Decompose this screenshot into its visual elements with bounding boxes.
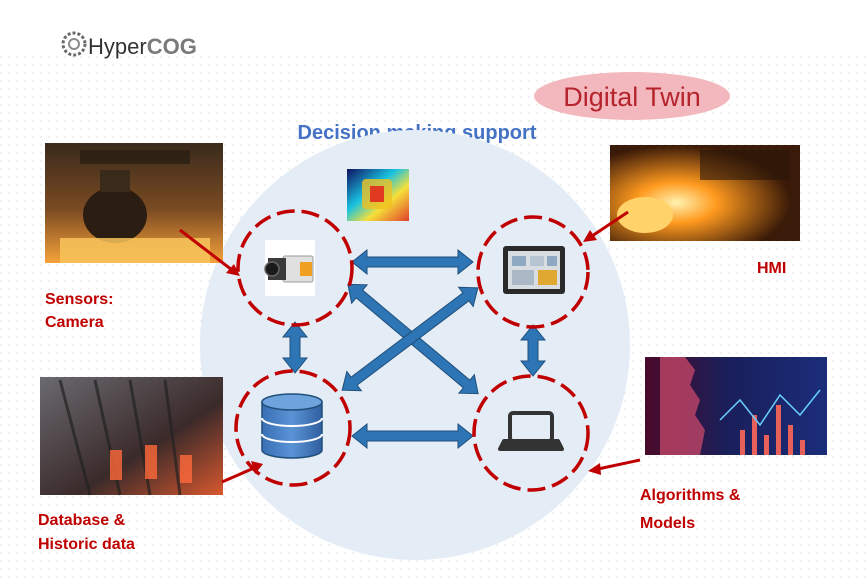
arrow-hmi-database — [341, 286, 479, 392]
database-label-line1: Database & — [38, 512, 126, 529]
database-label-line2: Historic data — [38, 536, 135, 553]
logo-text-prefix: Hyper — [88, 34, 147, 59]
database-icon — [261, 393, 323, 459]
database-node-circle — [234, 369, 352, 487]
hypercog-logo: HyperCOG — [61, 31, 197, 59]
arrow-camera-database — [281, 321, 309, 374]
camera-icon — [264, 240, 315, 296]
steel-plant-photo — [45, 143, 223, 263]
sensors-label-line1: Sensors: — [45, 291, 113, 308]
ai-face-photo — [645, 357, 827, 455]
node-circles — [234, 209, 590, 492]
pointer-sensors — [179, 228, 233, 272]
thermal-camera-image — [347, 169, 409, 221]
pointer-algorithms — [597, 458, 641, 471]
digital-twin-badge: Digital Twin — [534, 72, 730, 120]
algorithms-label-line2: Models — [640, 515, 695, 532]
svg-text:HyperCOG: HyperCOG — [88, 34, 197, 59]
pointer-database — [221, 466, 255, 484]
molten-metal-photo — [610, 145, 800, 241]
arrow-camera-hmi — [351, 248, 474, 276]
connector-arrows — [281, 248, 547, 450]
pointer-hmi — [591, 210, 629, 238]
sensors-label-line2: Camera — [45, 314, 104, 331]
hmi-node-circle — [476, 215, 590, 329]
digital-twin-label: Digital Twin — [563, 82, 701, 112]
hmi-label: HMI — [757, 260, 786, 277]
laptop-node-circle — [472, 374, 590, 492]
logo-text-suffix: COG — [147, 34, 197, 59]
pointer-arrows — [179, 210, 641, 484]
laptop-icon — [498, 411, 564, 451]
gear-logo-icon — [61, 31, 87, 57]
rolling-mill-photo — [40, 377, 223, 496]
algorithms-label-line1: Algorithms & — [640, 487, 741, 504]
hmi-screen-icon — [503, 246, 565, 294]
camera-node-circle — [236, 209, 354, 327]
arrow-hmi-laptop — [519, 324, 547, 377]
